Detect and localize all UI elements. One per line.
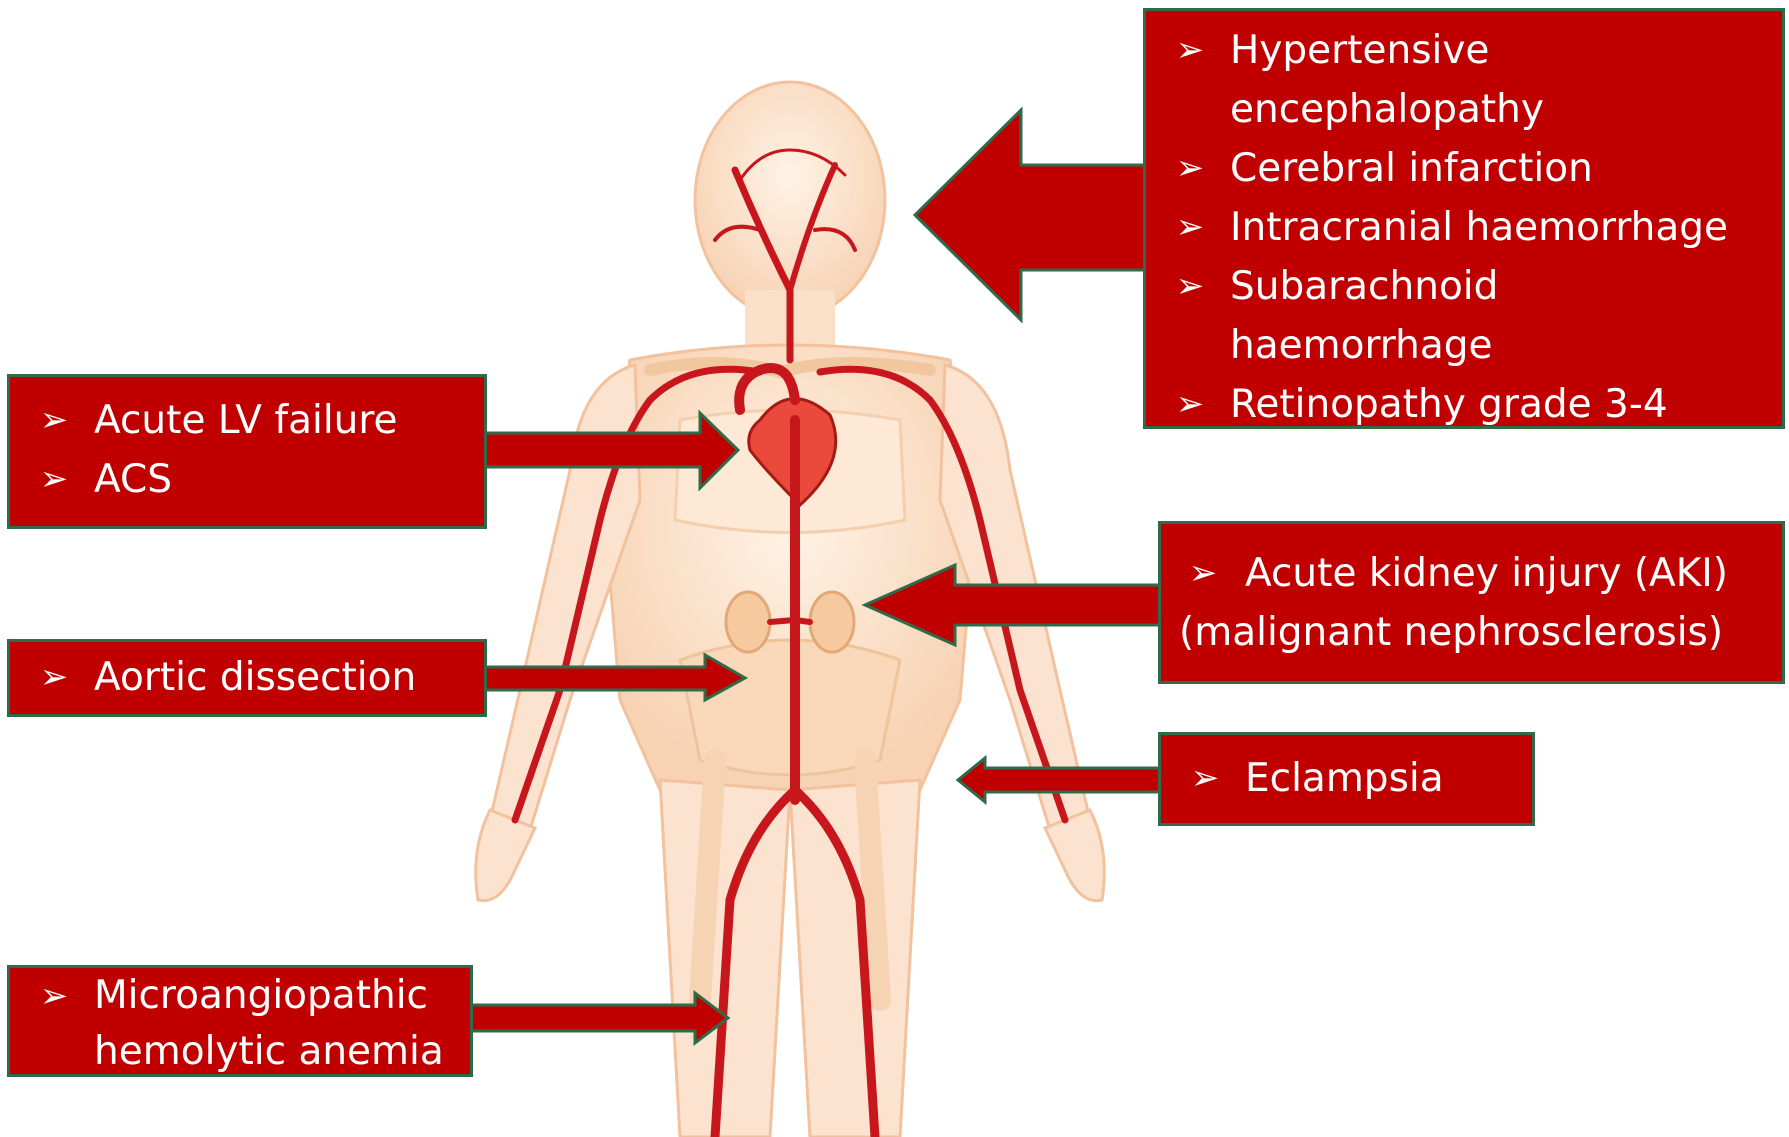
box-heart-complications: ➢Acute LV failure ➢ACS xyxy=(7,374,487,529)
list-item: ➢Hypertensive xyxy=(1146,21,1782,80)
arrowhead-bullet-icon: ➢ xyxy=(1170,139,1210,198)
arrow-to-brain xyxy=(915,110,1147,320)
list-item: ➢Subarachnoid xyxy=(1146,257,1782,316)
list-item: ➢Intracranial haemorrhage xyxy=(1146,198,1782,257)
arrowhead-bullet-icon: ➢ xyxy=(1170,257,1210,316)
box-pregnancy-complications: ➢Eclampsia xyxy=(1158,732,1535,826)
right-leg xyxy=(790,780,920,1137)
box-blood-complications: ➢Microangiopathic hemolytic anemia xyxy=(7,965,473,1077)
box-brain-complications: ➢Hypertensive encephalopathy ➢Cerebral i… xyxy=(1143,8,1785,429)
list-item: ➢Microangiopathic xyxy=(10,968,470,1024)
list-item-continuation: hemolytic anemia xyxy=(10,1024,470,1080)
list-item: ➢Acute LV failure xyxy=(10,391,484,450)
arrowhead-bullet-icon: ➢ xyxy=(1170,198,1210,257)
list-item: ➢Aortic dissection xyxy=(10,648,484,707)
list-item: ➢ACS xyxy=(10,450,484,509)
arrowhead-bullet-icon: ➢ xyxy=(1170,21,1210,80)
arrowhead-bullet-icon: ➢ xyxy=(1185,749,1225,808)
right-hand xyxy=(1045,810,1104,901)
list-item-continuation: (malignant nephrosclerosis) xyxy=(1161,603,1782,662)
box-aorta-complications: ➢Aortic dissection xyxy=(7,639,487,717)
arrowhead-bullet-icon: ➢ xyxy=(34,450,74,509)
list-item: ➢Retinopathy grade 3-4 xyxy=(1146,375,1782,434)
box-kidney-complications: ➢Acute kidney injury (AKI) (malignant ne… xyxy=(1158,521,1785,684)
list-item-continuation: encephalopathy xyxy=(1146,80,1782,139)
list-item: ➢Eclampsia xyxy=(1161,749,1532,808)
femur-left xyxy=(700,760,715,1000)
arrowhead-bullet-icon: ➢ xyxy=(34,968,74,1024)
arrowhead-bullet-icon: ➢ xyxy=(34,391,74,450)
left-hand xyxy=(476,810,535,901)
kidney-left xyxy=(726,592,770,652)
list-item: ➢Cerebral infarction xyxy=(1146,139,1782,198)
list-item: ➢Acute kidney injury (AKI) xyxy=(1161,544,1782,603)
kidney-right xyxy=(810,592,854,652)
arrowhead-bullet-icon: ➢ xyxy=(1170,375,1210,434)
arterial-tree xyxy=(515,150,1065,1137)
arrowhead-bullet-icon: ➢ xyxy=(34,648,74,707)
list-item-continuation: haemorrhage xyxy=(1146,316,1782,375)
arrowhead-bullet-icon: ➢ xyxy=(1183,544,1223,603)
